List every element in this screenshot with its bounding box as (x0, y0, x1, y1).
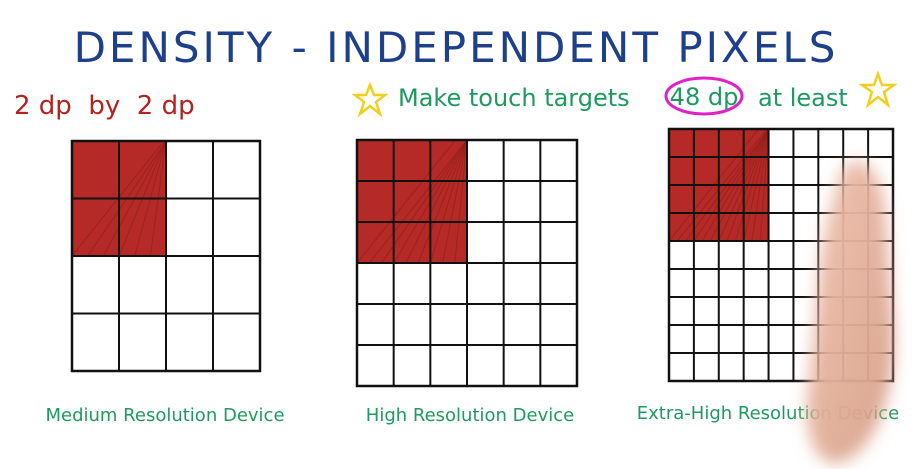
hatch-line (429, 139, 468, 264)
grid-high-resolution (355, 138, 579, 388)
grid-frame (667, 127, 895, 383)
caption-high: High Resolution Device (366, 405, 574, 426)
tip-prefix: Make touch targets (398, 84, 630, 112)
hatch-line (356, 139, 456, 264)
size-note: 2 dp by 2 dp (14, 91, 195, 121)
tip-suffix: at least (758, 84, 848, 112)
hatch-line (368, 139, 468, 264)
star-icon (351, 81, 389, 118)
highlight-ring (664, 76, 744, 116)
shaded-area (357, 140, 467, 263)
hatch-line (380, 139, 468, 264)
presenter-hand (806, 161, 894, 464)
star-icon (858, 70, 898, 109)
caption-medium: Medium Resolution Device (45, 405, 284, 426)
tip-highlight: 48 dp (670, 83, 739, 111)
hatch-line (454, 139, 468, 264)
hatch-line (417, 139, 468, 264)
hatch-line (441, 139, 468, 264)
grid-medium-resolution (70, 139, 262, 373)
page-title: DENSITY - INDEPENDENT PIXELS (74, 23, 839, 72)
hatch-line (405, 139, 468, 264)
